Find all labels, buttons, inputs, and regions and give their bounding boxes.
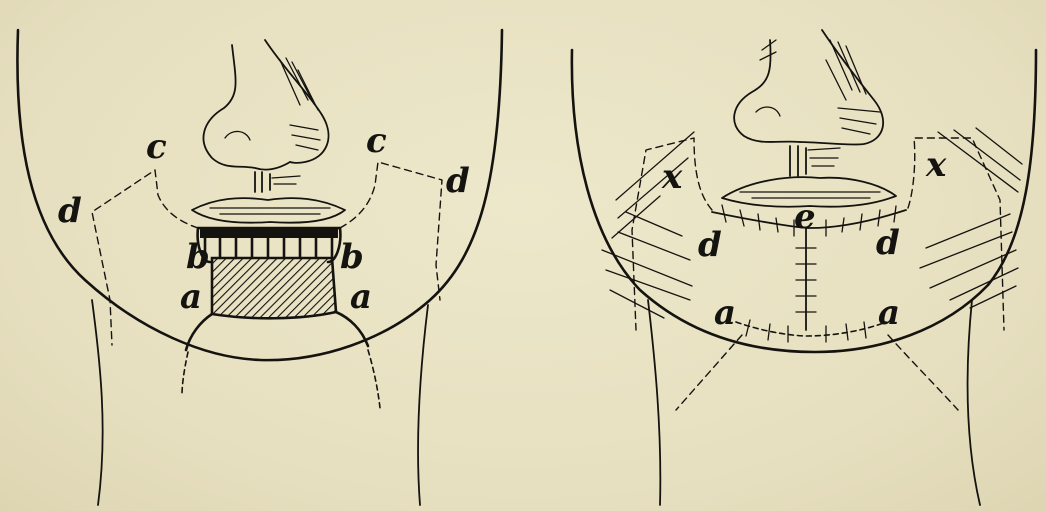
right-face-figure: [572, 30, 1036, 505]
left-flap-outline-left: [92, 170, 198, 345]
left-label-a-right: a: [350, 277, 372, 317]
left-label-c-right: c: [366, 121, 387, 161]
right-neck-left-line: [648, 300, 660, 505]
right-nose: [734, 30, 883, 176]
right-neck-right-line: [967, 300, 980, 505]
left-neck-left-line: [92, 300, 103, 505]
left-nose: [203, 40, 328, 192]
left-label-c-left: c: [146, 127, 167, 167]
left-label-d-left: d: [58, 191, 82, 231]
right-label-a-right: a: [878, 293, 900, 333]
left-excised-defect: [212, 258, 336, 318]
left-upper-lip: [192, 198, 345, 223]
left-label-a-left: a: [180, 277, 202, 317]
right-label-a-left: a: [714, 293, 736, 333]
left-face-figure: [17, 30, 502, 505]
right-label-d-left: d: [698, 225, 722, 265]
left-label-b-right: b: [340, 237, 364, 277]
right-label-x-right: x: [925, 145, 947, 185]
right-suture-line-lower: [736, 322, 886, 336]
left-neck-right-line: [418, 305, 428, 505]
right-flap-outline-right: [908, 138, 1004, 330]
right-label-d-right: d: [876, 223, 900, 263]
left-label-d-right: d: [446, 161, 470, 201]
right-label-x-left: x: [661, 157, 683, 197]
right-label-e-center: e: [794, 197, 816, 237]
left-label-b-left: b: [186, 237, 210, 277]
